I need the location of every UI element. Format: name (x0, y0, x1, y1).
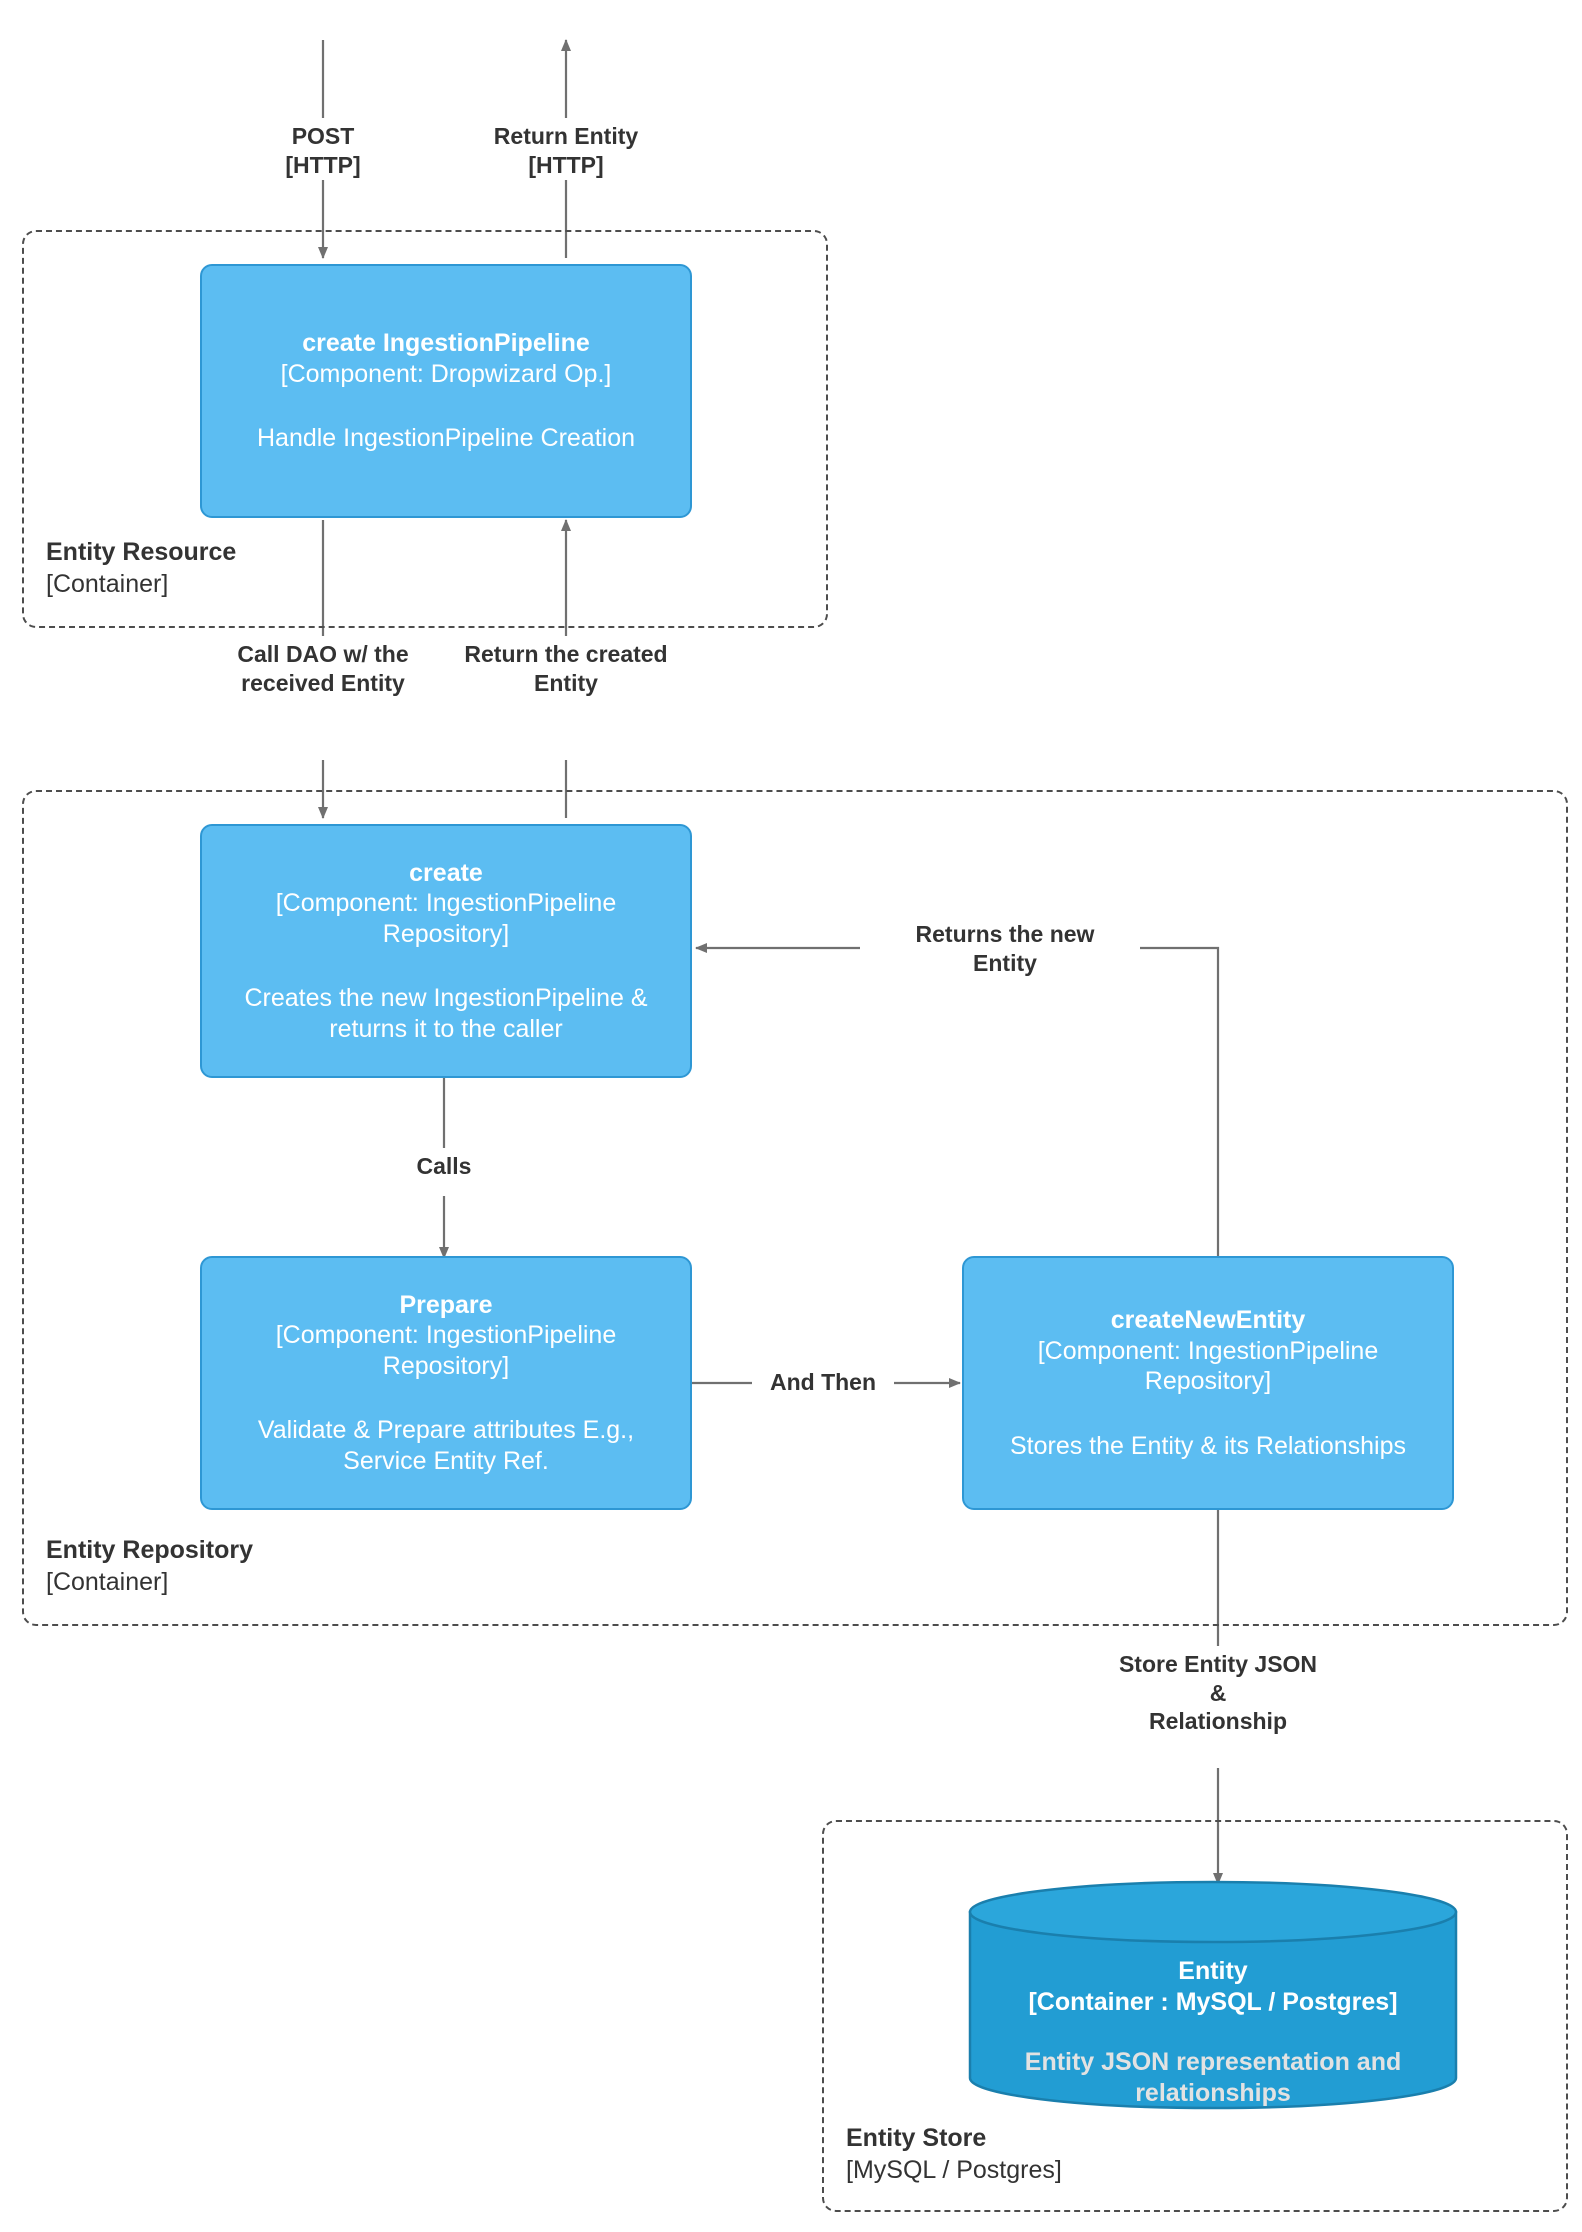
node-title: create (409, 858, 483, 887)
boundary-label-entity-store: Entity Store [MySQL / Postgres] (846, 2122, 1062, 2186)
node-tech: [Component: Dropwizard Op.] (280, 359, 612, 388)
edge-label-returns-new-entity: Returns the new Entity (870, 920, 1140, 978)
boundary-tech: [MySQL / Postgres] (846, 2156, 1062, 2184)
edge-label-return-created-entity: Return the created Entity (430, 640, 702, 698)
node-title: Prepare (399, 1290, 493, 1319)
node-create[interactable]: create [Component: IngestionPipeline Rep… (200, 824, 692, 1078)
edge-label-store-entity-json: Store Entity JSON & Relationship (1082, 1650, 1354, 1736)
database-tech: [Container : MySQL / Postgres] (1028, 1987, 1398, 2016)
boundary-entity-repository (22, 790, 1568, 1626)
boundary-tech: [Container] (46, 570, 169, 598)
database-text-block: Entity [Container : MySQL / Postgres] En… (968, 1956, 1458, 2109)
boundary-entity-store (822, 1820, 1568, 2212)
boundary-label-entity-repository: Entity Repository [Container] (46, 1534, 253, 1598)
cylinder-shape (968, 1880, 1458, 2110)
node-description: Validate & Prepare attributes E.g., Serv… (257, 1416, 635, 1475)
boundary-name: Entity Resource (46, 538, 237, 566)
edge-label-call-dao: Call DAO w/ the received Entity (203, 640, 443, 698)
node-title: create IngestionPipeline (302, 329, 590, 358)
node-tech: [Component: IngestionPipeline Repository… (1037, 1336, 1379, 1396)
edge-label-return-entity-http: Return Entity [HTTP] (493, 123, 639, 178)
boundary-entity-resource (22, 230, 828, 628)
node-description: Stores the Entity & its Relationships (1009, 1431, 1407, 1460)
boundary-tech: [Container] (46, 1568, 169, 1596)
node-tech: [Component: IngestionPipeline Repository… (275, 889, 617, 948)
boundary-label-entity-resource: Entity Resource [Container] (46, 536, 236, 600)
node-prepare[interactable]: Prepare [Component: IngestionPipeline Re… (200, 1256, 692, 1510)
database-title: Entity (1178, 1957, 1248, 1985)
node-title: createNewEntity (1110, 1306, 1306, 1334)
node-create-new-entity[interactable]: createNewEntity [Component: IngestionPip… (962, 1256, 1454, 1510)
boundary-name: Entity Store (846, 2124, 987, 2152)
node-description: Creates the new IngestionPipeline & retu… (244, 984, 648, 1043)
node-tech: [Component: IngestionPipeline Repository… (275, 1321, 617, 1380)
edge-label-and-then: And Then (752, 1368, 894, 1397)
node-entity-database[interactable]: Entity [Container : MySQL / Postgres] En… (968, 1880, 1458, 2110)
node-description: Handle IngestionPipeline Creation (256, 424, 636, 453)
database-description: Entity JSON representation and relations… (1024, 2048, 1402, 2107)
edge-label-calls: Calls (364, 1152, 524, 1181)
node-create-ingestion-pipeline[interactable]: create IngestionPipeline [Component: Dro… (200, 264, 692, 518)
boundary-name: Entity Repository (46, 1536, 253, 1564)
edge-label-post-http: POST [HTTP] (285, 123, 361, 178)
